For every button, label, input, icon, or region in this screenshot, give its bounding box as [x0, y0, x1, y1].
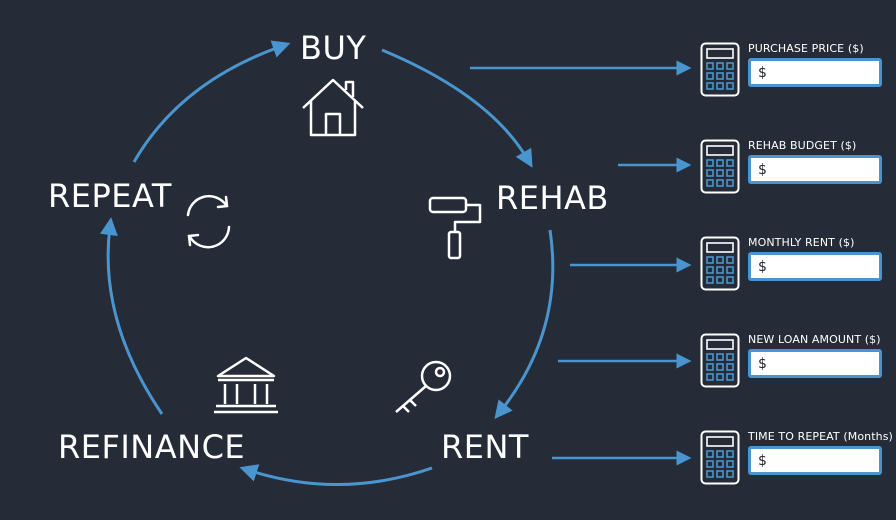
- refresh-icon: [186, 194, 231, 249]
- calculator-icon: [700, 139, 740, 194]
- field-rehab-budget: REHAB BUDGET ($): [700, 139, 890, 195]
- stage-label-buy: BUY: [300, 29, 367, 67]
- key-icon: [395, 360, 452, 413]
- field-new-loan-amount: NEW LOAN AMOUNT ($): [700, 333, 890, 389]
- new-loan-amount-input[interactable]: [748, 349, 882, 378]
- monthly-rent-input[interactable]: [748, 252, 882, 281]
- stage-label-refinance: REFINANCE: [58, 428, 246, 466]
- arrow-refinance-to-repeat: [99, 217, 164, 415]
- calculator-icon: [700, 236, 740, 291]
- new-loan-amount-label: NEW LOAN AMOUNT ($): [748, 333, 881, 346]
- rehab-budget-input[interactable]: [748, 155, 882, 184]
- arrow-repeat-to-buy: [132, 40, 291, 163]
- stage-label-rent: RENT: [441, 428, 529, 466]
- field-monthly-rent: MONTHLY RENT ($): [700, 236, 890, 292]
- calculator-icon: [700, 333, 740, 388]
- monthly-rent-label: MONTHLY RENT ($): [748, 236, 855, 249]
- bank-icon: [214, 356, 278, 414]
- field-time-to-repeat: TIME TO REPEAT (Months): [700, 430, 893, 486]
- calculator-icon: [700, 42, 740, 97]
- purchase-price-input[interactable]: [748, 58, 882, 87]
- rehab-budget-label: REHAB BUDGET ($): [748, 139, 857, 152]
- purchase-price-label: PURCHASE PRICE ($): [748, 42, 864, 55]
- stage-label-repeat: REPEAT: [48, 177, 172, 215]
- time-to-repeat-label: TIME TO REPEAT (Months): [748, 430, 893, 443]
- paint-roller-icon: [428, 196, 482, 260]
- time-to-repeat-input[interactable]: [748, 446, 882, 475]
- calculator-icon: [700, 430, 740, 485]
- stage-label-rehab: REHAB: [496, 179, 609, 217]
- house-icon: [302, 78, 364, 137]
- arrow-rehab-to-rent: [494, 229, 555, 420]
- arrow-buy-to-rehab: [381, 48, 533, 168]
- field-purchase-price: PURCHASE PRICE ($): [700, 42, 890, 98]
- arrow-rent-to-refinance: [239, 464, 433, 486]
